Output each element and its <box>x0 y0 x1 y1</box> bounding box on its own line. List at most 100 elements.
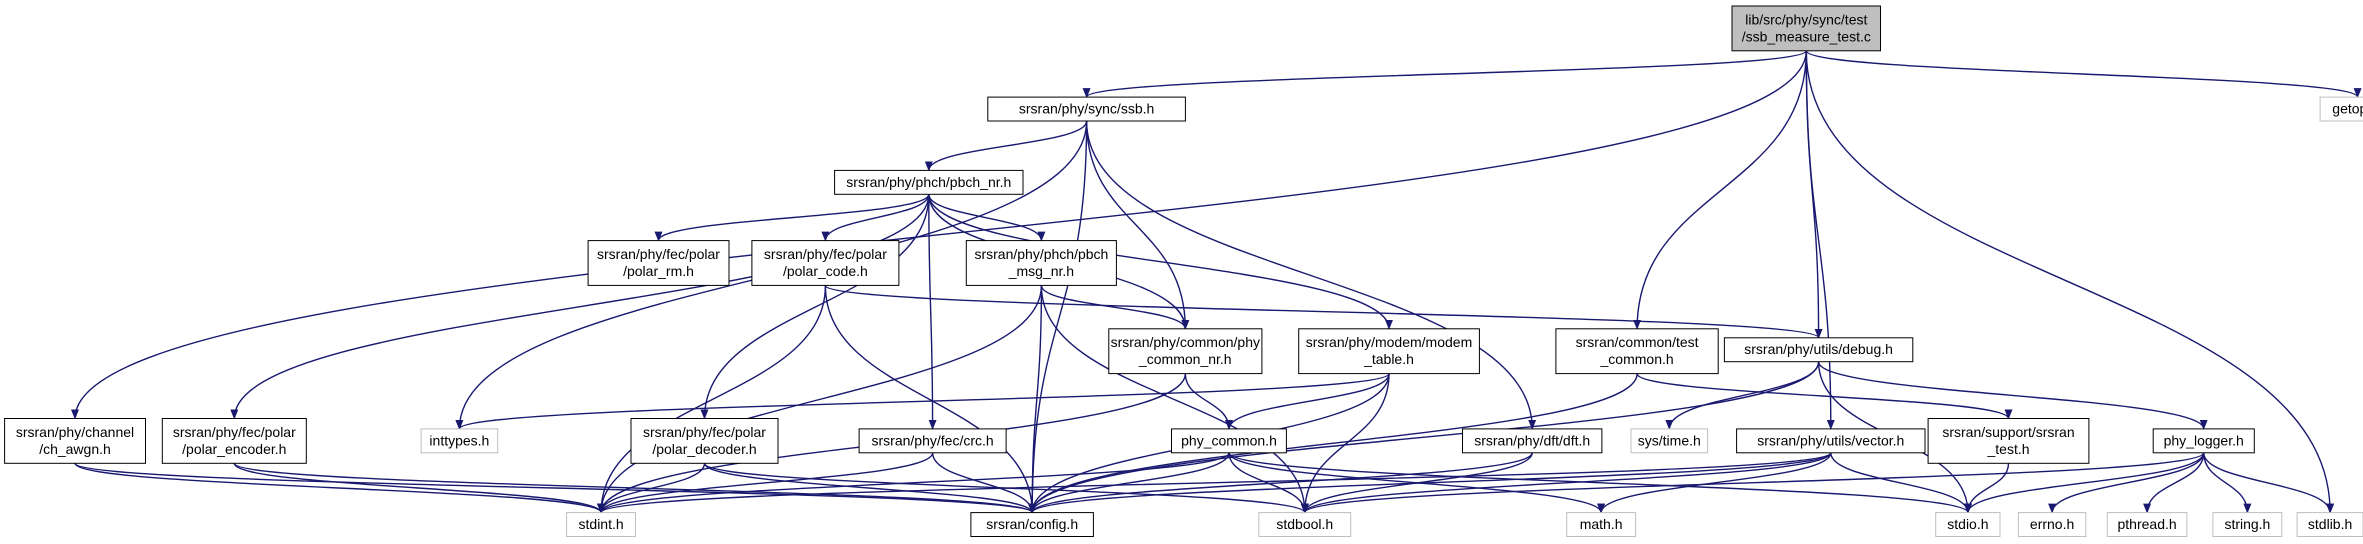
edge-root-to-ssb_h <box>1082 50 1807 99</box>
node-label: srsran/phy/utils/debug.h <box>1744 341 1893 357</box>
edge-pbch_msg_nr_h-to-config_h <box>1028 285 1043 514</box>
node-test-common-h[interactable]: srsran/common/test_common.h <box>1555 328 1719 375</box>
node-config-h[interactable]: srsran/config.h <box>970 512 1094 537</box>
node-label: srsran/phy/common/phy <box>1111 334 1260 350</box>
node-dft-h[interactable]: srsran/phy/dft/dft.h <box>1462 428 1603 454</box>
edge-vector_h-to-config_h <box>1028 452 1832 514</box>
edge-phy_logger_h-to-stdio_h <box>1963 452 2205 514</box>
node-box <box>1298 328 1480 375</box>
node-box <box>1935 512 2001 537</box>
node-pthread-h: pthread.h <box>2106 512 2188 537</box>
node-box <box>2319 96 2363 122</box>
edge-root-to-stdlib_h <box>1805 50 2335 514</box>
edge-dft_h-to-config_h <box>1028 452 1533 514</box>
node-crc-h[interactable]: srsran/phy/fec/crc.h <box>858 428 1007 454</box>
edge-polar_decoder_h-to-config_h <box>703 462 1037 514</box>
edges-layer <box>71 50 2362 514</box>
edge-phy_common_h-to-stdio_h <box>1228 452 1972 514</box>
nodes-layer: lib/src/phy/sync/test/ssb_measure_test.c… <box>4 5 2363 537</box>
node-box <box>420 428 499 454</box>
node-box <box>1723 337 1914 363</box>
edge-phy_logger_h-to-stdlib_h <box>2203 452 2335 514</box>
node-box <box>1736 428 1926 454</box>
edge-polar_encoder_h-to-config_h <box>233 462 1036 514</box>
edge-debug_h-to-config_h <box>1028 361 1820 514</box>
node-label: srsran/phy/phch/pbch_nr.h <box>846 174 1011 190</box>
edge-modem_table_h-to-inttypes_h <box>455 372 1390 430</box>
edge-modem_table_h-to-phy_common_h <box>1225 373 1390 430</box>
node-ssb-h[interactable]: srsran/phy/sync/ssb.h <box>987 96 1186 122</box>
node-polar-code-h[interactable]: srsran/phy/fec/polar/polar_code.h <box>751 240 900 286</box>
node-debug-h[interactable]: srsran/phy/utils/debug.h <box>1723 337 1914 363</box>
node-phy-common-h[interactable]: phy_common.h <box>1171 428 1287 454</box>
node-box <box>834 169 1024 195</box>
node-label: phy_logger.h <box>2164 432 2244 448</box>
node-root[interactable]: lib/src/phy/sync/test/ssb_measure_test.c <box>1731 5 1881 52</box>
edge-phy_logger_h-to-stdbool_h <box>1301 452 2205 514</box>
edge-phy_logger_h-to-string_h <box>2203 452 2252 514</box>
node-box <box>987 96 1186 122</box>
node-phy-logger-h[interactable]: phy_logger.h <box>2152 428 2255 454</box>
edge-ch_awgn_h-to-config_h <box>74 462 1036 514</box>
node-box <box>630 418 779 464</box>
node-label: _msg_nr.h <box>1008 263 1074 279</box>
edge-modem_table_h-to-stdbool_h <box>1300 373 1390 514</box>
node-stdlib-h: stdlib.h <box>2296 512 2363 537</box>
node-label: srsran/config.h <box>986 516 1078 532</box>
node-box <box>2212 512 2283 537</box>
node-srsran-test-h[interactable]: srsran/support/srsran_test.h <box>1927 418 2090 464</box>
node-box <box>1555 328 1719 375</box>
node-label: srsran/phy/sync/ssb.h <box>1019 101 1154 117</box>
node-box <box>161 418 307 464</box>
edge-ssb_h-to-pbch_nr_h <box>924 120 1088 172</box>
node-vector-h[interactable]: srsran/phy/utils/vector.h <box>1736 428 1926 454</box>
node-box <box>1731 5 1881 52</box>
edge-pbch_nr_h-to-crc_h <box>928 194 937 430</box>
node-label: /polar_encoder.h <box>182 441 286 457</box>
edge-ssb_h-to-common_nr_h <box>1085 121 1190 330</box>
node-pbch-nr-h[interactable]: srsran/phy/phch/pbch_nr.h <box>834 169 1024 195</box>
node-box <box>1171 428 1287 454</box>
node-label: phy_common.h <box>1181 432 1277 448</box>
edge-pbch_nr_h-to-pbch_msg_nr_h <box>928 194 1046 242</box>
node-string-h: string.h <box>2212 512 2283 537</box>
node-modem-table-h[interactable]: srsran/phy/modem/modem_table.h <box>1298 328 1480 375</box>
node-common-nr-h[interactable]: srsran/phy/common/phy_common_nr.h <box>1108 328 1263 375</box>
edge-pbch_msg_nr_h-to-stdint_h <box>597 285 1043 514</box>
node-box <box>965 240 1117 286</box>
node-label: /ch_awgn.h <box>39 441 111 457</box>
node-polar-rm-h[interactable]: srsran/phy/fec/polar/polar_rm.h <box>587 240 730 286</box>
node-polar-encoder-h[interactable]: srsran/phy/fec/polar/polar_encoder.h <box>161 418 307 464</box>
node-errno-h: errno.h <box>2017 512 2087 537</box>
node-label: srsran/phy/dft/dft.h <box>1474 432 1590 448</box>
node-label: stdlib.h <box>2308 516 2352 532</box>
edge-pbch_nr_h-to-polar_decoder_h <box>700 194 930 420</box>
node-box <box>1108 328 1263 375</box>
node-box <box>4 418 146 464</box>
edge-crc_h-to-stdint_h <box>597 452 934 514</box>
node-box <box>2017 512 2087 537</box>
edge-polar_code_h-to-debug_h <box>824 284 1823 339</box>
node-label: stdio.h <box>1947 516 1988 532</box>
node-box <box>566 512 636 537</box>
node-label: srsran/phy/fec/crc.h <box>872 432 994 448</box>
node-polar-decoder-h[interactable]: srsran/phy/fec/polar/polar_decoder.h <box>630 418 779 464</box>
node-ch-awgn-h[interactable]: srsran/phy/channel/ch_awgn.h <box>4 418 146 464</box>
node-label: srsran/phy/modem/modem <box>1306 334 1473 350</box>
node-box <box>970 512 1094 537</box>
node-box <box>2296 512 2363 537</box>
edge-vector_h-to-math_h <box>1597 452 1832 514</box>
edge-ssb_h-to-dft_h <box>1085 121 1537 430</box>
node-pbch-msg-nr-h[interactable]: srsran/phy/phch/pbch_msg_nr.h <box>965 240 1117 286</box>
node-box <box>1566 512 1637 537</box>
edge-vector_h-to-stdint_h <box>597 452 1832 514</box>
edge-ssb_h-to-config_h <box>1028 121 1088 514</box>
node-label: /ssb_measure_test.c <box>1742 28 1871 44</box>
node-label: srsran/phy/channel <box>16 424 134 440</box>
edge-ch_awgn_h-to-stdint_h <box>74 462 605 514</box>
node-box <box>858 428 1007 454</box>
node-label: math.h <box>1580 516 1623 532</box>
edge-polar_code_h-to-stdint_h <box>597 285 827 514</box>
node-math-h: math.h <box>1566 512 1637 537</box>
node-box <box>1462 428 1603 454</box>
